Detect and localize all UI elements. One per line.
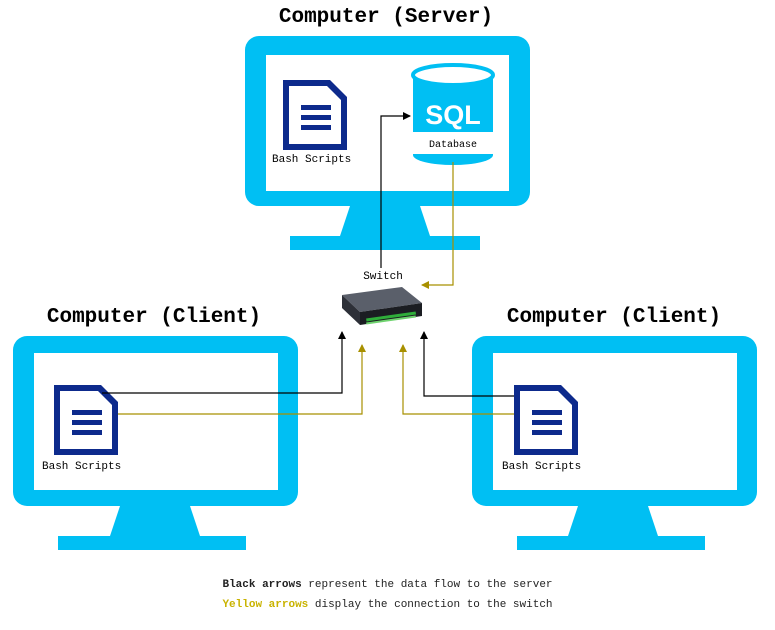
sql-label: SQL — [425, 100, 481, 130]
legend-black: Black arrows represent the data flow to … — [0, 579, 775, 591]
client-right-title: Computer (Client) — [507, 306, 721, 329]
arrows — [102, 112, 514, 415]
server-title: Computer (Server) — [279, 6, 493, 29]
arrow-switch-to-database — [380, 112, 411, 268]
arrow-left-client-to-switch-black — [102, 331, 346, 394]
client-right-computer: Computer (Client) Bash Scripts — [472, 306, 757, 550]
client-left-scripts-label: Bash Scripts — [42, 461, 121, 473]
arrow-right-client-to-switch-yellow — [399, 344, 514, 415]
server-document-icon — [283, 80, 347, 150]
database-label: Database — [429, 139, 477, 151]
client-left-monitor-icon — [13, 336, 298, 550]
legend-black-strong: Black arrows — [222, 579, 302, 591]
client-left-document-icon — [54, 385, 118, 455]
arrow-left-client-to-switch-yellow — [118, 344, 366, 415]
legend-yellow-text: display the connection to the switch — [308, 599, 553, 611]
legend-yellow-strong: Yellow arrows — [222, 599, 309, 611]
network-switch: Switch — [342, 271, 422, 325]
switch-icon — [342, 287, 422, 325]
legend-black-text: represent the data flow to the server — [301, 579, 553, 591]
client-left-computer: Computer (Client) Bash Scripts — [13, 306, 298, 550]
sql-database-icon — [411, 63, 495, 165]
arrow-right-client-to-switch-black — [420, 331, 514, 397]
server-scripts-label: Bash Scripts — [272, 154, 351, 166]
legend-yellow: Yellow arrows display the connection to … — [0, 599, 775, 611]
arrow-database-to-switch — [421, 162, 454, 289]
client-left-title: Computer (Client) — [47, 306, 261, 329]
client-right-scripts-label: Bash Scripts — [502, 461, 581, 473]
server-computer: Computer (Server) Bash Scripts SQL Datab… — [245, 6, 530, 250]
switch-label: Switch — [363, 271, 403, 283]
client-right-document-icon — [514, 385, 578, 455]
